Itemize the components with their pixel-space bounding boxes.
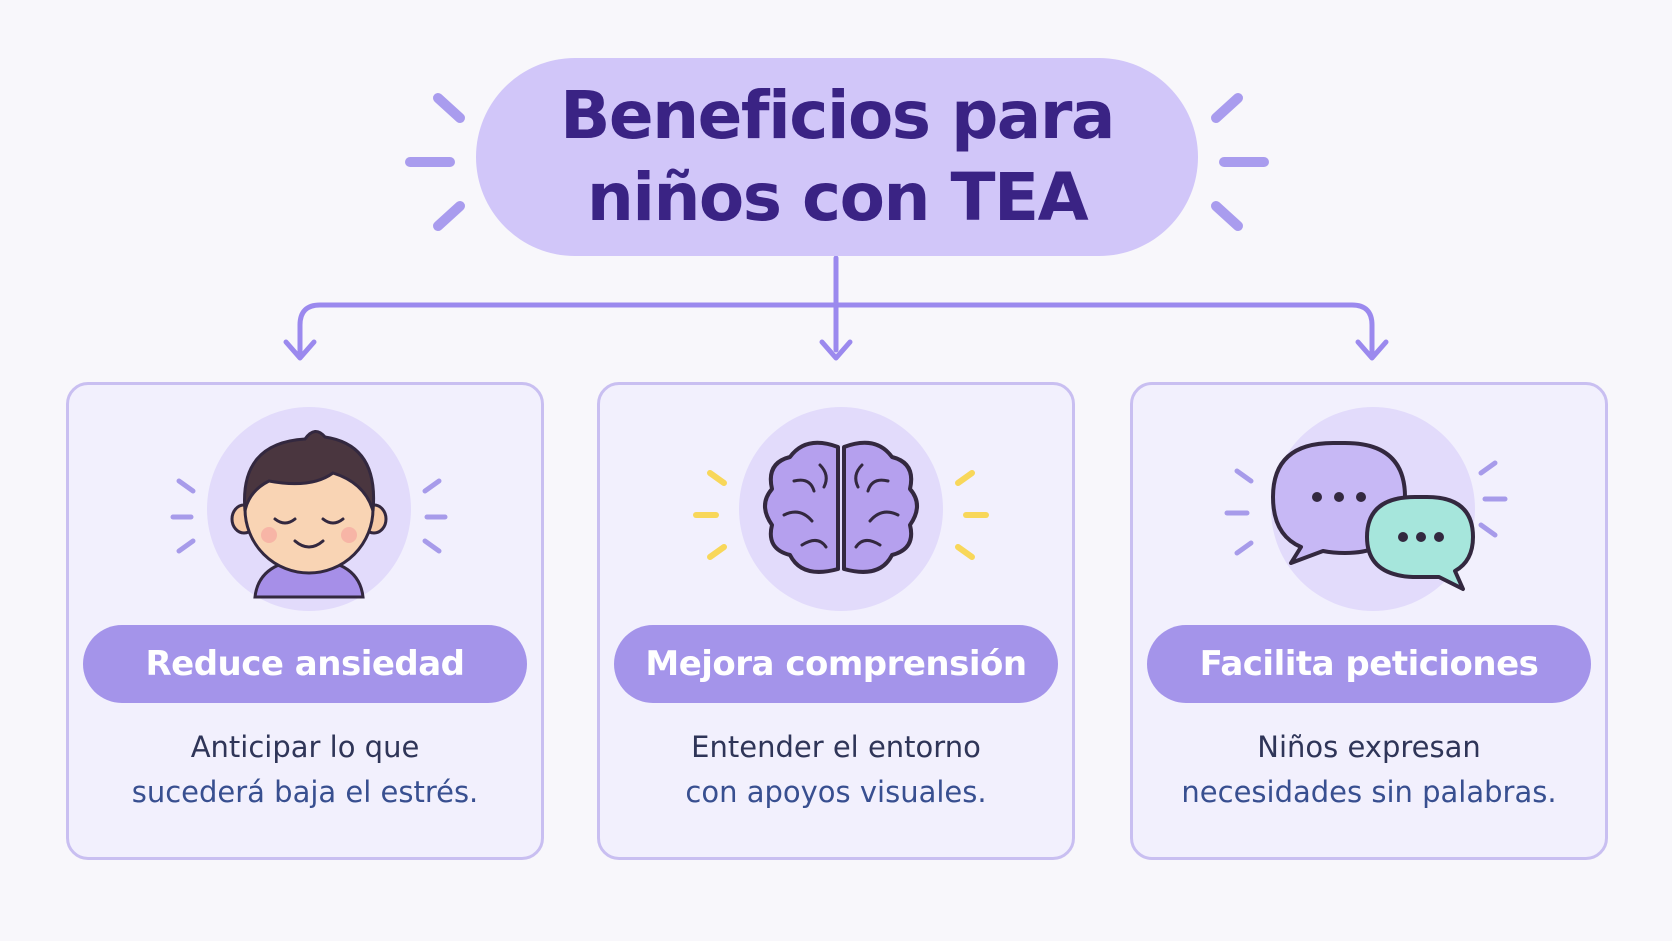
title-pill: Beneficios para niños con TEA (476, 58, 1198, 256)
card-label-facilitate-requests: Facilita peticiones (1147, 625, 1591, 703)
title-line-1: Beneficios para (560, 77, 1115, 154)
speech-bubbles-icon (1224, 407, 1508, 611)
card-description: Niños expresan necesidades sin palabras. (1133, 725, 1605, 815)
calm-child-icon (170, 407, 448, 611)
branch-line (297, 302, 1375, 355)
card-label-improve-comprehension: Mejora comprensión (614, 625, 1058, 703)
card-description: Anticipar lo que sucederá baja el estrés… (69, 725, 541, 815)
title-sparks (405, 93, 1269, 231)
card-description-line-2: con apoyos visuales. (685, 775, 987, 809)
arrow-head-center (819, 339, 853, 361)
title-line-2: niños con TEA (586, 159, 1089, 236)
card-label-reduce-anxiety: Reduce ansiedad (83, 625, 527, 703)
card-description-line-1: Entender el entorno (691, 730, 981, 764)
card-improve-comprehension: Mejora comprensión Entender el entorno c… (597, 382, 1075, 860)
card-description-line-1: Niños expresan (1257, 730, 1481, 764)
card-description: Entender el entorno con apoyos visuales. (600, 725, 1072, 815)
arrow-head-left (283, 339, 317, 361)
brain-icon (693, 407, 989, 611)
card-description-line-2: sucederá baja el estrés. (131, 775, 479, 809)
card-reduce-anxiety: Reduce ansiedad Anticipar lo que suceder… (66, 382, 544, 860)
arrow-head-right (1355, 339, 1389, 361)
card-description-line-1: Anticipar lo que (190, 730, 420, 764)
card-facilitate-requests: Facilita peticiones Niños expresan neces… (1130, 382, 1608, 860)
card-description-line-2: necesidades sin palabras. (1181, 775, 1557, 809)
